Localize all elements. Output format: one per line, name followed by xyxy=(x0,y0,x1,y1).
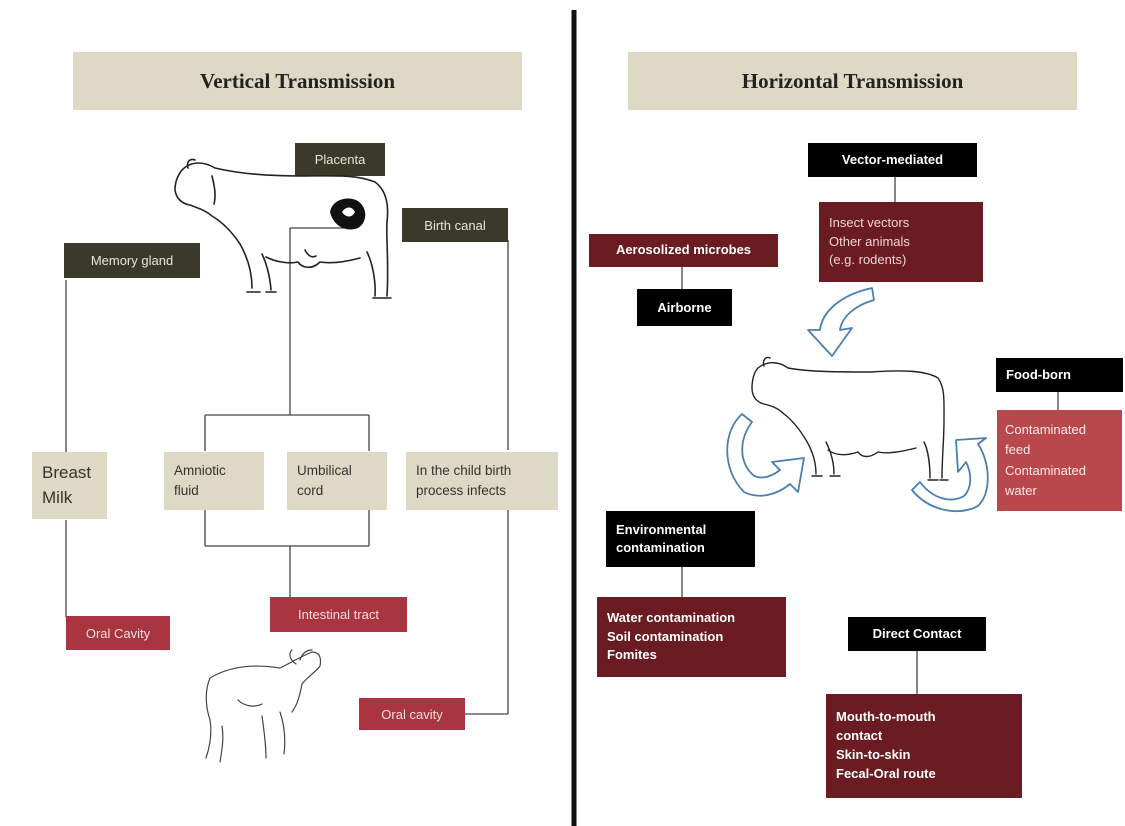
vector-list-box: Insect vectors Other animals (e.g. roden… xyxy=(819,202,983,282)
breast-milk-box: Breast Milk xyxy=(32,452,107,519)
food-list-box: Contaminated feed Contaminated water xyxy=(997,410,1122,511)
birth-canal-label: Birth canal xyxy=(402,208,508,242)
intestinal-tract-label: Intestinal tract xyxy=(270,597,407,632)
vertical-title: Vertical Transmission xyxy=(73,52,522,110)
umbilical-cord-box: Umbilical cord xyxy=(287,452,387,510)
environmental-list-box: Water contamination Soil contamination F… xyxy=(597,597,786,677)
aerosolized-label: Aerosolized microbes xyxy=(589,234,778,267)
oral-cavity-right-label: Oral cavity xyxy=(359,698,465,730)
amniotic-fluid-box: Amniotic fluid xyxy=(164,452,264,510)
airborne-label: Airborne xyxy=(637,289,732,326)
direct-contact-label: Direct Contact xyxy=(848,617,986,651)
food-born-label: Food-born xyxy=(996,358,1123,392)
child-birth-box: In the child birth process infects xyxy=(406,452,558,510)
cycle-arrow-icon xyxy=(726,413,805,497)
oral-cavity-left-label: Oral Cavity xyxy=(66,616,170,650)
environmental-label: Environmental contamination xyxy=(606,511,755,567)
cycle-arrow-icon xyxy=(911,437,989,513)
cycle-arrow-icon xyxy=(807,287,875,357)
vector-mediated-label: Vector-mediated xyxy=(808,143,977,177)
placenta-label: Placenta xyxy=(295,143,385,176)
horizontal-title: Horizontal Transmission xyxy=(628,52,1077,110)
memory-gland-label: Memory gland xyxy=(64,243,200,278)
direct-list-box: Mouth-to-mouth contact Skin-to-skin Feca… xyxy=(826,694,1022,798)
